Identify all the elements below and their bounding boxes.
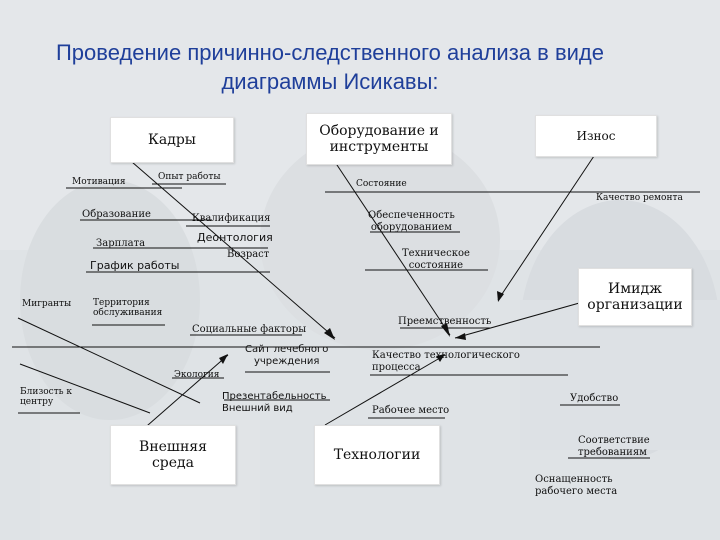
cause-ekologiya: Экология (174, 370, 220, 380)
bone-tehnologii (324, 354, 446, 426)
cause-obespechennost-line-2: оборудованием (370, 221, 452, 233)
bone-oborudovanie (334, 161, 451, 336)
cause-blizost: Близость к центру (20, 387, 72, 408)
cause-rabochee-mesto: Рабочее место (372, 405, 450, 416)
cause-deontologiya: Деонтология (197, 231, 273, 244)
cause-sayt: Сайт лечебного учреждения (245, 344, 328, 367)
cause-zarplata: Зарплата (96, 238, 146, 249)
cause-territoriya-line-2: обслуживания (93, 308, 163, 319)
cause-blizost-line-2: центру (20, 397, 54, 408)
cause-osnashennost: Оснащенность рабочего места (535, 474, 617, 497)
cause-sayt-line-1: Сайт лечебного (245, 344, 329, 355)
category-oborudovanie: Оборудование и инструменты (306, 113, 452, 165)
cause-kachtehproc-line-1: Качество технологического (372, 350, 520, 361)
cause-territoriya: Территория обслуживания (93, 298, 162, 319)
cause-osnash-line-2: рабочего места (535, 485, 618, 497)
category-iznos: Износ (535, 115, 657, 157)
cause-prezent-line-2: Внешний вид (222, 402, 293, 414)
cause-motivatsiya: Мотивация (72, 177, 126, 187)
cause-blizost-line-1: Близость к (20, 387, 73, 397)
cause-obespechennost: Обеспеченность оборудованием (368, 210, 455, 233)
cause-vozrast: Возраст (227, 249, 270, 260)
category-iznos-label: Износ (576, 129, 616, 143)
cause-migranty: Мигранты (22, 299, 72, 309)
cause-sootvetstvie: Соответствие требованиям (578, 435, 650, 458)
cause-kachestvo-remonta: Качество ремонта (596, 193, 683, 203)
bone-vneshnyaya (139, 354, 229, 433)
category-vneshnyaya-label-1: Внешняя (139, 439, 207, 455)
cause-prezentabelnost: Презентабельность Внешний вид (222, 391, 326, 414)
cause-tehnicheskoe-sostoyanie: Техническое состояние (402, 248, 470, 271)
category-imidzh-label-2: организации (587, 297, 683, 313)
cause-sostoyanie: Состояние (356, 179, 407, 189)
category-vneshnyaya-sreda: Внешняя среда (110, 425, 236, 485)
page-title: Проведение причинно-следственного анализ… (10, 38, 650, 96)
bone-imidzh (454, 299, 591, 339)
bone-kadry (131, 161, 336, 339)
cause-obrazovanie: Образование (82, 209, 151, 220)
cause-opyt: Опыт работы (158, 172, 221, 182)
cause-grafik: График работы (90, 259, 180, 272)
title-line-2: диаграммы Исикавы: (221, 69, 439, 94)
category-imidzh: Имидж организации (578, 268, 692, 326)
cause-tehsost-line-2: состояние (408, 259, 464, 271)
bone-iznos (497, 149, 599, 301)
category-oborudovanie-label-1: Оборудование и (319, 123, 439, 139)
cause-preemstvennost: Преемственность (398, 316, 492, 327)
cause-prezent-line-1: Презентабельность (222, 391, 327, 402)
title-line-1: Проведение причинно-следственного анализ… (55, 40, 604, 65)
category-vneshnyaya-label-2: среда (151, 455, 195, 471)
category-imidzh-label-1: Имидж (608, 281, 662, 297)
category-kadry: Кадры (110, 117, 234, 163)
category-tehnologii-label: Технологии (333, 447, 421, 463)
cause-obespechennost-line-1: Обеспеченность (368, 210, 455, 221)
cause-kachestvo-tehprocessa: Качество технологического процесса (372, 350, 520, 373)
cause-sootvetstvie-line-2: требованиям (578, 446, 647, 458)
cause-sayt-line-2: учреждения (253, 355, 320, 367)
cause-tehsost-line-1: Техническое (402, 248, 470, 259)
cause-territoriya-line-1: Территория (93, 298, 150, 308)
cause-osnash-line-1: Оснащенность (535, 474, 613, 485)
cause-kachtehproc-line-2: процесса (372, 361, 421, 373)
cause-udobstvo: Удобство (570, 393, 619, 404)
category-oborudovanie-label-2: инструменты (329, 139, 429, 155)
category-tehnologii: Технологии (314, 425, 440, 485)
cause-sootvetstvie-line-1: Соответствие (578, 435, 650, 446)
category-kadry-label: Кадры (148, 132, 196, 148)
cause-sotsialnye: Социальные факторы (192, 324, 307, 335)
cause-kvalifikatsiya: Квалификация (192, 213, 271, 224)
